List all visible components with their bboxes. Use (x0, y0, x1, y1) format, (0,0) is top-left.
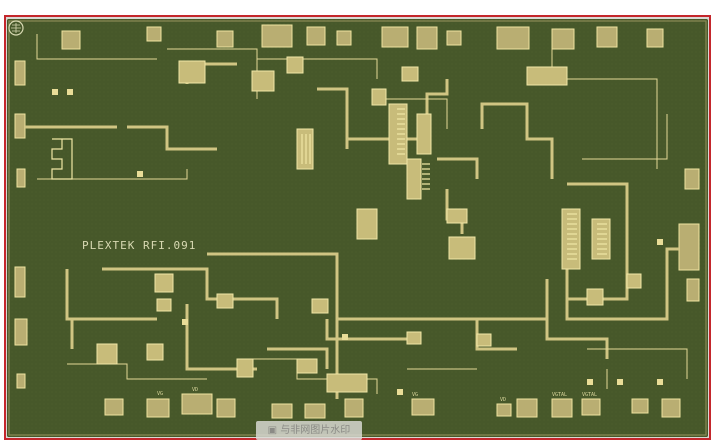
vias (52, 89, 663, 395)
transmission-lines (25, 62, 679, 399)
watermark-text: 与非网图片水印 (280, 425, 351, 436)
left-pad-column (14, 60, 28, 389)
thin-lines (36, 34, 688, 394)
pad-label: VGTAL (552, 392, 568, 398)
pad-label: VG (412, 392, 419, 398)
watermark: ▣ 与非网图片水印 (256, 421, 362, 440)
top-pad-row (61, 24, 664, 50)
watermark-icon: ▣ (267, 425, 281, 436)
pad-label: VG (157, 391, 164, 397)
transistor-fingers (51, 108, 607, 260)
right-pad-column (678, 168, 700, 302)
pad-label: VGTAL (582, 392, 598, 398)
bottom-pad-row (104, 393, 681, 419)
plextek-logo-icon (8, 20, 24, 36)
pad-label: VD (192, 387, 199, 393)
pad-label: VD (500, 397, 507, 403)
mmic-die: PLEXTEK RFI.091 VG VD VG VD VGTAL VGTAL (7, 19, 708, 437)
chip-logo-text: PLEXTEK RFI.091 (82, 239, 197, 252)
chip-layout (7, 19, 708, 437)
